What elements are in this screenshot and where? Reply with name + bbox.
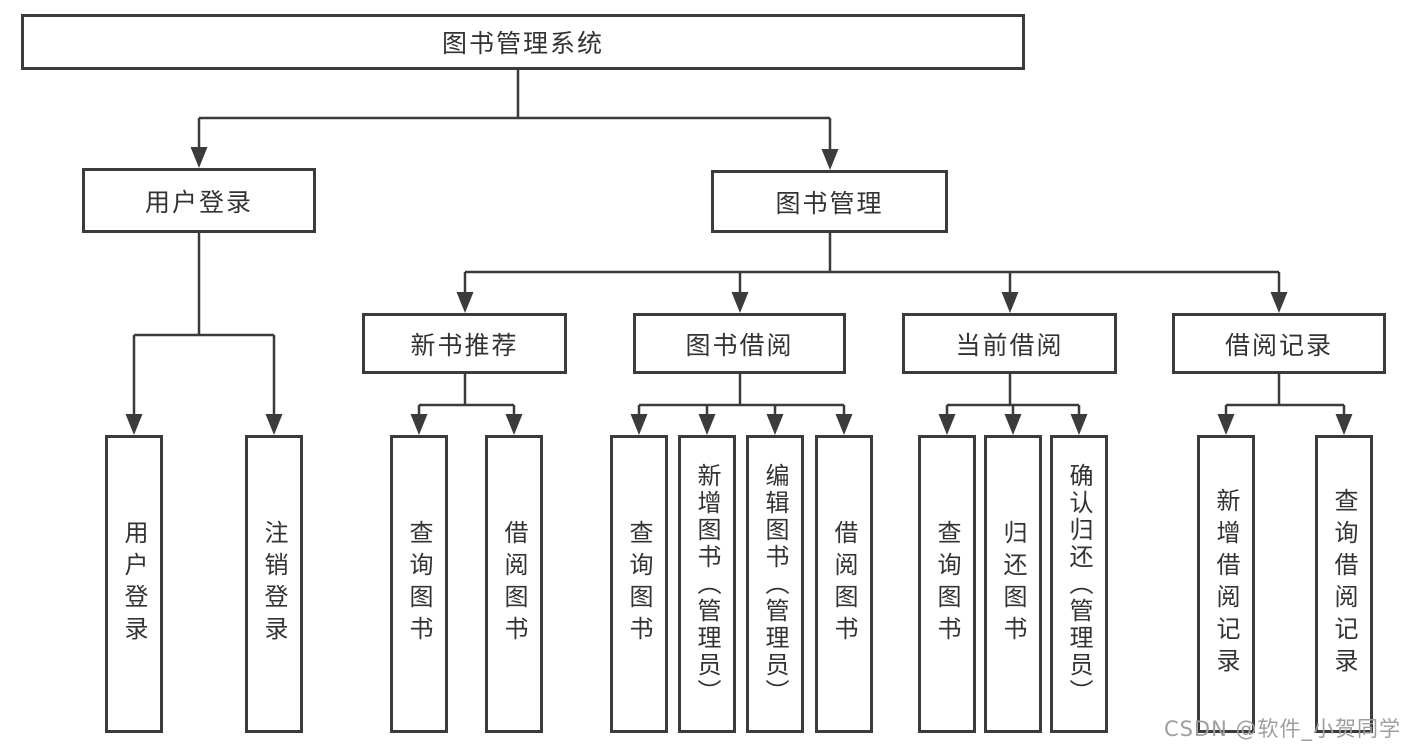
node-book-borrow: 图书借阅 (633, 313, 846, 374)
leaf-confirm-return-admin: 确认归还（管理员） (1050, 435, 1108, 733)
node-new-book-recommend: 新书推荐 (362, 313, 567, 374)
leaf-add-borrow-record: 新增借阅记录 (1197, 435, 1255, 733)
leaf-query-borrow-record: 查询借阅记录 (1315, 435, 1373, 733)
leaf-query-book-borrow: 查询图书 (610, 435, 668, 733)
leaf-user-login: 用户登录 (105, 435, 163, 733)
leaf-query-book-recommend: 查询图书 (390, 435, 448, 733)
csdn-watermark: CSDN @软件_小贺同学 (1163, 717, 1401, 741)
node-current-borrow: 当前借阅 (902, 313, 1117, 374)
leaf-logout: 注销登录 (245, 435, 303, 733)
node-book-management: 图书管理 (711, 170, 948, 233)
node-user-login: 用户登录 (82, 168, 316, 233)
node-root: 图书管理系统 (21, 14, 1025, 70)
leaf-edit-book-admin: 编辑图书（管理员） (746, 435, 804, 733)
leaf-borrow-book-recommend: 借阅图书 (485, 435, 543, 733)
leaf-add-book-admin: 新增图书（管理员） (678, 435, 736, 733)
leaf-borrow-book-borrow: 借阅图书 (815, 435, 873, 733)
node-borrow-records: 借阅记录 (1172, 313, 1386, 374)
leaf-return-book: 归还图书 (984, 435, 1042, 733)
leaf-query-book-current: 查询图书 (918, 435, 976, 733)
